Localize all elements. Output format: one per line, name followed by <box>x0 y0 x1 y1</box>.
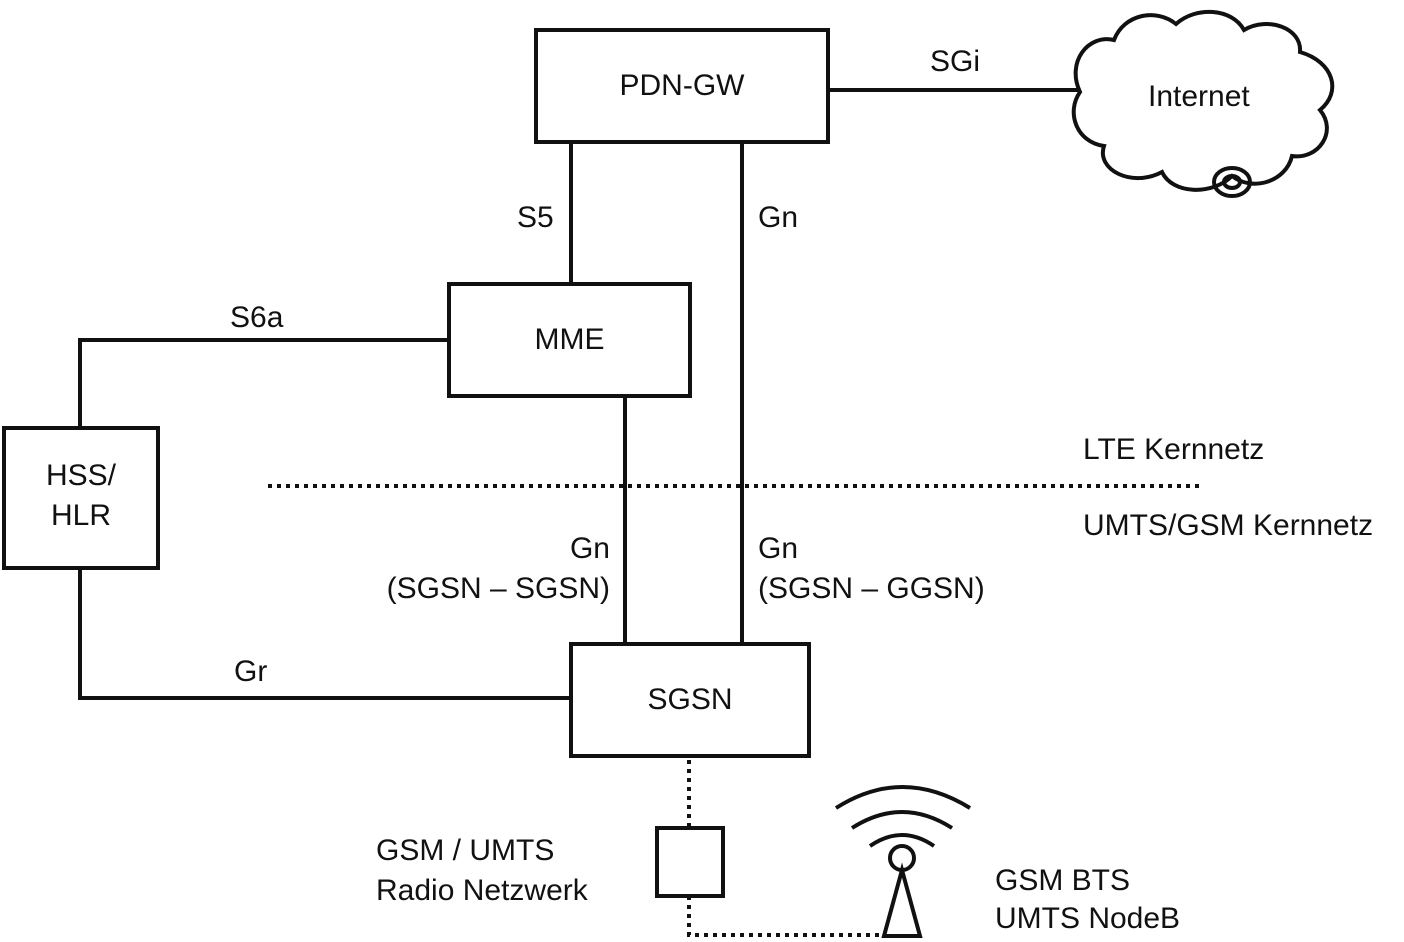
bts-label-line2: UMTS NodeB <box>995 902 1181 935</box>
gn-sgsn-sgsn-label-line1: Gn <box>569 532 610 565</box>
gn-sgsn-ggsn-label-line2: (SGSN – GGSN) <box>758 572 985 605</box>
antenna-tower-icon <box>834 785 972 938</box>
radio-bts-link <box>687 896 884 937</box>
gr-link <box>78 568 571 700</box>
bts-label-line1: GSM BTS <box>995 864 1131 897</box>
mme-label: MME <box>534 323 605 356</box>
pdn-gw-box <box>534 28 830 144</box>
radio-network-label-line1: GSM / UMTS <box>376 834 555 867</box>
mme-box <box>447 282 692 398</box>
sgsn-label: SGSN <box>647 683 733 716</box>
hss-label-line2: HLR <box>50 499 111 532</box>
s6a-link <box>78 338 449 428</box>
umts-gsm-core-label: UMTS/GSM Kernnetz <box>1083 509 1374 542</box>
radio-network-box <box>655 826 725 898</box>
s6a-label: S6a <box>230 301 284 334</box>
lte-core-label: LTE Kernnetz <box>1083 433 1265 466</box>
internet-label: Internet <box>1148 80 1250 113</box>
hss-hlr-box <box>2 426 160 570</box>
gn-top-label: Gn <box>758 201 799 234</box>
gr-label: Gr <box>234 655 268 688</box>
radio-network-label-line2: Radio Netzwerk <box>376 874 588 907</box>
gn-sgsn-sgsn-label-line2: (SGSN – SGSN) <box>386 572 610 605</box>
gn-sgsn-ggsn-label-line1: Gn <box>758 532 799 565</box>
internet-cloud-icon <box>1071 10 1335 198</box>
hss-label-line1: HSS/ <box>45 459 117 492</box>
s5-label: S5 <box>517 201 554 234</box>
sgi-label: SGi <box>930 45 981 78</box>
pdn-gw-label: PDN-GW <box>619 69 745 102</box>
sgsn-box <box>569 642 811 758</box>
